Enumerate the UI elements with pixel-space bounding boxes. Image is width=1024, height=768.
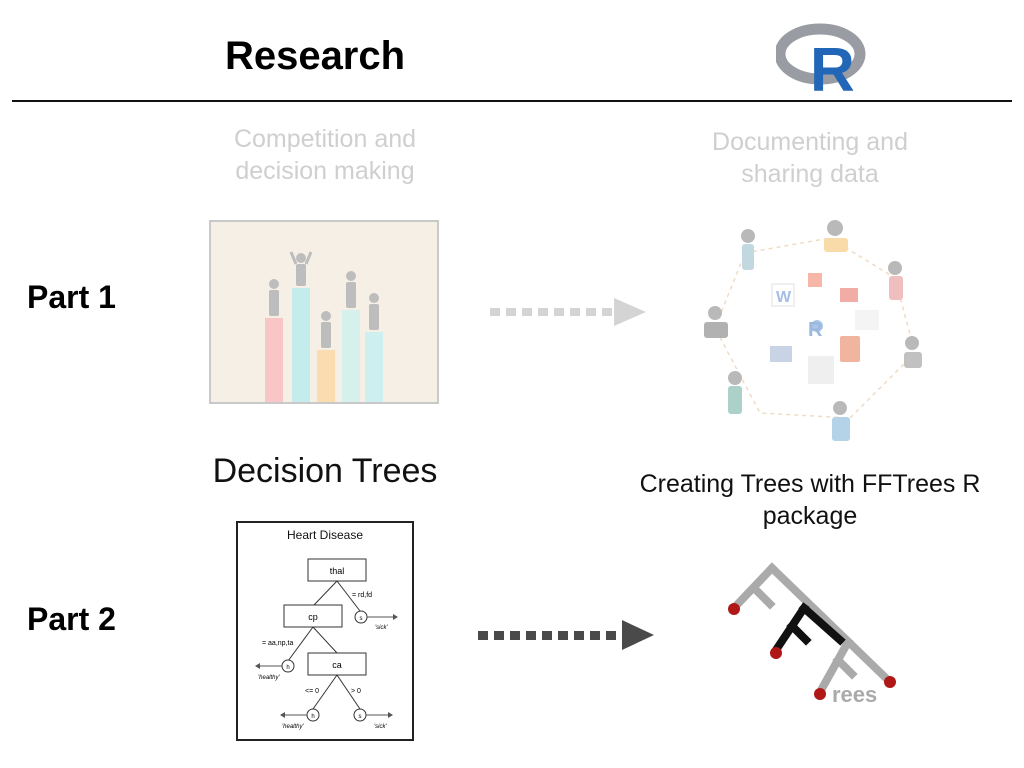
tree-diagram: Heart Disease thal = rd,fd s 'sick' cp =…	[255, 528, 398, 730]
competition-caption: Competition and decision making	[233, 125, 417, 185]
part-2-label: Part 2	[27, 601, 116, 637]
tree-node-3-label: ca	[332, 660, 342, 670]
fftrees-node	[814, 688, 826, 700]
competition-image	[209, 220, 439, 404]
tree-leaf-h-label: 'healthy'	[282, 724, 304, 730]
decision-trees-caption: Decision Trees	[212, 452, 438, 490]
fftrees-caption: Creating Trees with FFTrees R package	[639, 470, 981, 530]
podium-bar-3	[317, 350, 335, 402]
r-logo-letter: R	[810, 36, 855, 96]
data-sharing-collage: R W	[704, 220, 922, 441]
tree-root-leaf: s	[360, 616, 363, 622]
fftrees-node	[884, 676, 896, 688]
podium-bar-5	[365, 332, 383, 402]
page-title: Research	[224, 34, 406, 78]
tree-leaf-s: s	[359, 714, 362, 720]
heart-disease-tree: Heart Disease thal = rd,fd s 'sick' cp =…	[236, 521, 414, 741]
fftrees-logo-text: rees	[832, 682, 877, 707]
part-1-label: Part 1	[27, 279, 116, 315]
tree-title: Heart Disease	[287, 528, 363, 542]
fftrees-node	[770, 647, 782, 659]
tree-node-2-leaf: h	[286, 665, 289, 671]
fftrees-logo: rees	[728, 562, 896, 707]
podium-bar-1	[265, 318, 283, 402]
tree-node-2-leaf-label: 'healthy'	[258, 675, 280, 681]
documenting-caption: Documenting and sharing data	[712, 128, 908, 188]
tree-node-2-label: cp	[308, 612, 318, 622]
tree-node-3-right-edge: > 0	[351, 688, 361, 695]
r-logo: R	[776, 23, 866, 96]
tree-leaf-h: h	[311, 714, 314, 720]
tree-node-root-label: thal	[330, 566, 345, 576]
arrow-part2	[478, 620, 654, 650]
podium-bar-2	[292, 288, 310, 402]
header-divider	[12, 100, 1012, 102]
person-icon	[269, 251, 379, 348]
tree-root-leaf-label: 'sick'	[375, 625, 388, 631]
tree-root-edge: = rd,fd	[352, 592, 372, 599]
collage-word-letter: W	[776, 289, 792, 306]
fftrees-node	[728, 603, 740, 615]
arrow-part1	[490, 298, 646, 326]
podium-bar-4	[342, 310, 360, 402]
tree-leaf-s-label: 'sick'	[374, 724, 387, 730]
html5-icon	[840, 336, 860, 362]
tree-node-2-edge: = aa,np,ta	[262, 640, 293, 647]
collage-r-letter: R	[808, 319, 823, 341]
tree-node-3-left-edge: <= 0	[305, 688, 319, 695]
